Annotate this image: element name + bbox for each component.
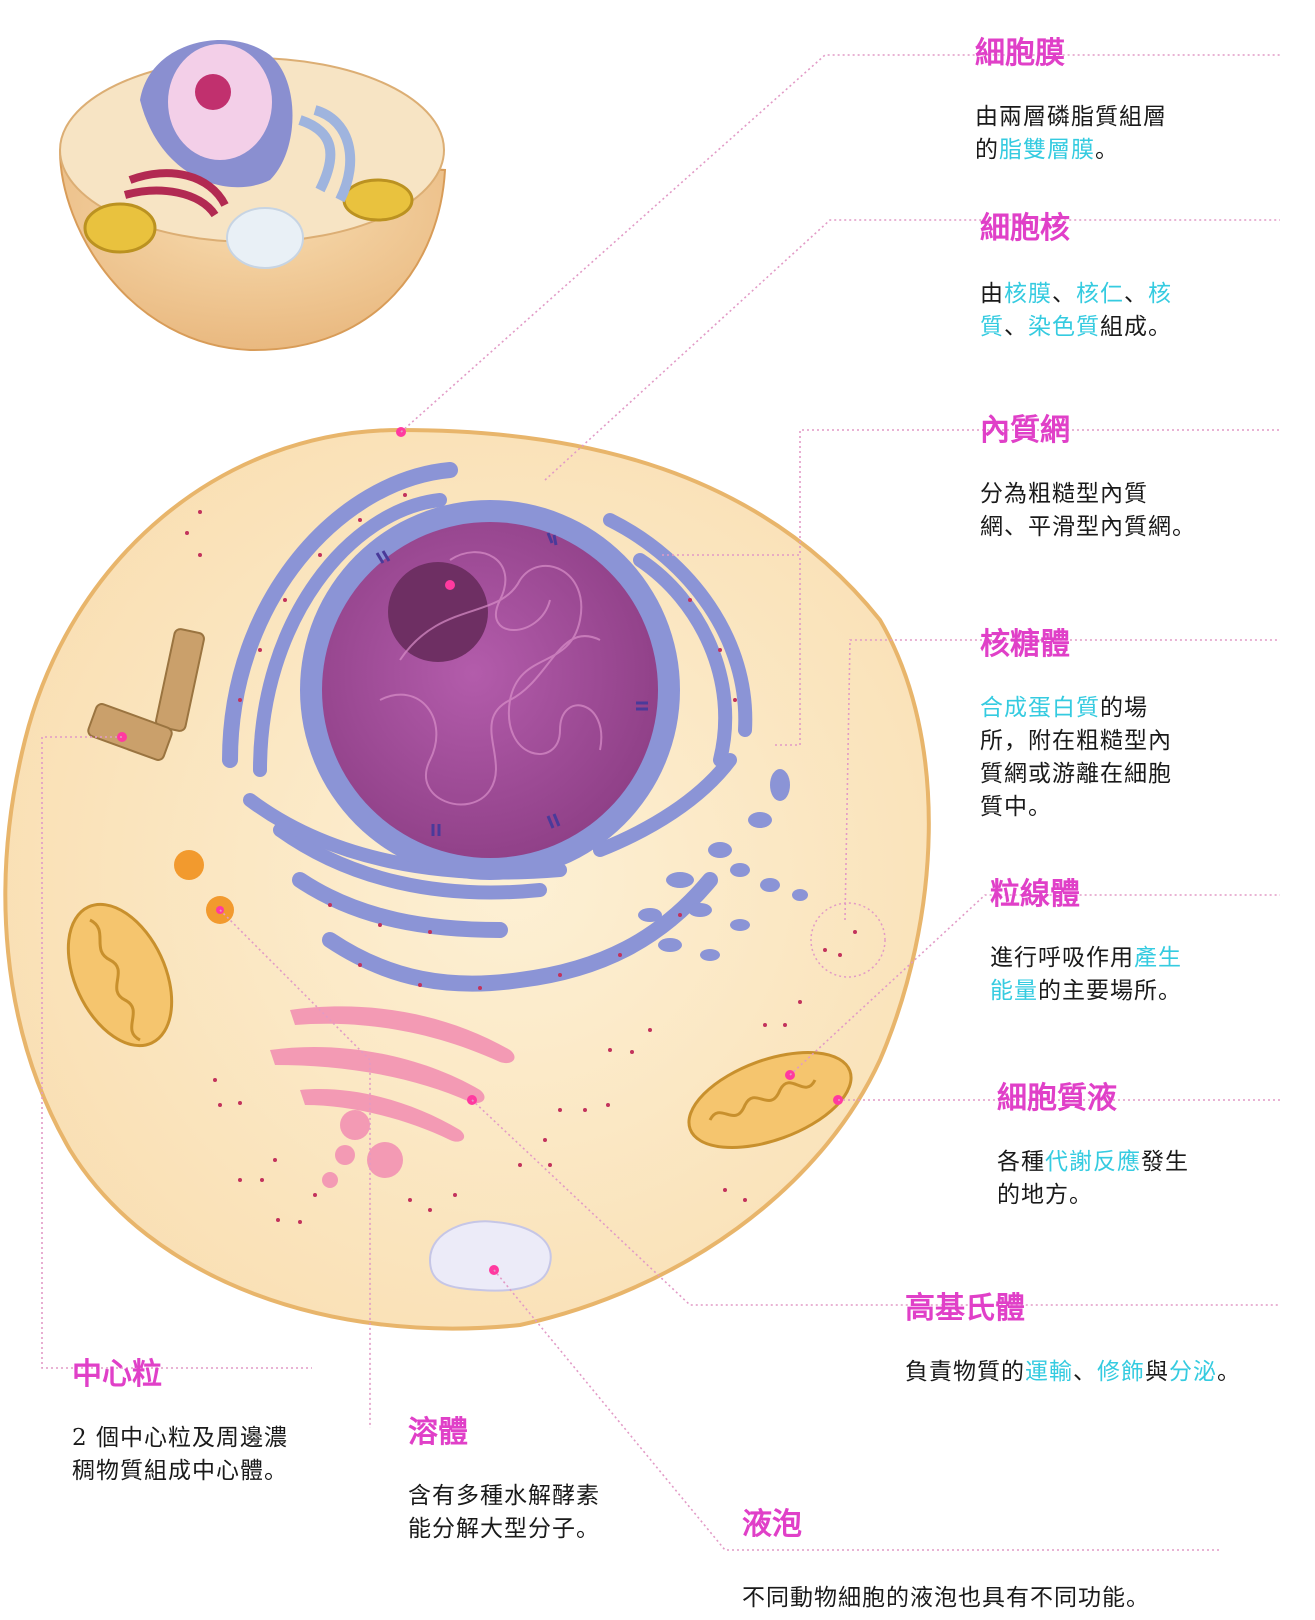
mitochondrion-title: 粒線體 [990, 878, 1280, 912]
label-cytosol: 細胞質液 各種代謝反應發生的地方。 [997, 1052, 1287, 1212]
description-text: 分為粗糙型內質 [980, 481, 1148, 507]
description-text: 、 [1124, 281, 1148, 307]
label-er: 內質網 分為粗糙型內質網、平滑型內質網。 [980, 384, 1280, 544]
nucleolus [388, 562, 488, 662]
description-text: 所，附在粗糙型內 [980, 728, 1172, 754]
vacuole [430, 1221, 551, 1290]
nucleus-desc: 由核膜、核仁、核質、染色質組成。 [980, 278, 1270, 344]
description-text: 發生 [1141, 1149, 1189, 1175]
highlighted-term: 代謝反應 [1045, 1149, 1141, 1175]
description-text: 。 [1217, 1359, 1241, 1385]
mitochondrion-desc: 進行呼吸作用產生能量的主要場所。 [990, 942, 1280, 1008]
label-vacuole: 液泡 不同動物細胞的液泡也具有不同功能。 [742, 1478, 1242, 1615]
description-text: 能分解大型分子。 [408, 1516, 600, 1542]
lysosome-title: 溶體 [408, 1416, 648, 1450]
golgi-title: 高基氏體 [905, 1292, 1305, 1326]
highlighted-term: 染色質 [1028, 314, 1100, 340]
highlighted-term: 核膜 [1004, 281, 1052, 307]
main-cell [5, 427, 928, 1329]
description-text: 質網或游離在細胞 [980, 761, 1172, 787]
description-text: 的主要場所。 [1038, 978, 1182, 1004]
description-text: 負責物質的 [905, 1359, 1025, 1385]
description-text: 網、平滑型內質網。 [980, 514, 1196, 540]
highlighted-term: 核 [1148, 281, 1172, 307]
description-text: 組成。 [1100, 314, 1172, 340]
label-golgi: 高基氏體 負責物質的運輸、修飾與分泌。 [905, 1262, 1305, 1389]
ribosome-title: 核糖體 [980, 628, 1280, 662]
description-text: 、 [1073, 1359, 1097, 1385]
label-nucleus: 細胞核 由核膜、核仁、核質、染色質組成。 [980, 182, 1270, 344]
description-text: 質中。 [980, 794, 1052, 820]
highlighted-term: 合成蛋白質 [980, 695, 1100, 721]
golgi-desc: 負責物質的運輸、修飾與分泌。 [905, 1356, 1305, 1389]
cell-3d-cross-section [60, 40, 445, 350]
cell-membrane-desc: 由兩層磷脂質組層的脂雙層膜。 [975, 101, 1265, 167]
description-text: 、 [1052, 281, 1076, 307]
label-ribosome: 核糖體 合成蛋白質的場所，附在粗糙型內質網或游離在細胞質中。 [980, 598, 1280, 824]
description-text: 與 [1145, 1359, 1169, 1385]
label-centriole: 中心粒 2 個中心粒及周邊濃稠物質組成中心體。 [72, 1328, 332, 1488]
nucleus [300, 500, 680, 880]
cell-membrane-title: 細胞膜 [975, 37, 1265, 71]
description-text: 含有多種水解酵素 [408, 1483, 600, 1509]
highlighted-term: 分泌 [1169, 1359, 1217, 1385]
description-text: 。 [1095, 137, 1119, 163]
highlighted-term: 質 [980, 314, 1004, 340]
highlighted-term: 能量 [990, 978, 1038, 1004]
er-desc: 分為粗糙型內質網、平滑型內質網。 [980, 478, 1280, 544]
description-text: 的 [975, 137, 999, 163]
description-text: 、 [1004, 314, 1028, 340]
lysosome-desc: 含有多種水解酵素能分解大型分子。 [408, 1480, 648, 1546]
description-text: 各種 [997, 1149, 1045, 1175]
highlighted-term: 核仁 [1076, 281, 1124, 307]
description-text: 由 [980, 281, 1004, 307]
highlighted-term: 脂雙層膜 [999, 137, 1095, 163]
description-text: 不同動物細胞的液泡也具有不同功能。 [742, 1585, 1150, 1611]
highlighted-term: 運輸 [1025, 1359, 1073, 1385]
description-text: 進行呼吸作用 [990, 945, 1134, 971]
vacuole-title: 液泡 [742, 1508, 1242, 1542]
label-mitochondrion: 粒線體 進行呼吸作用產生能量的主要場所。 [990, 848, 1280, 1008]
ribosome-desc: 合成蛋白質的場所，附在粗糙型內質網或游離在細胞質中。 [980, 692, 1280, 824]
centriole-title: 中心粒 [72, 1358, 332, 1392]
highlighted-term: 修飾 [1097, 1359, 1145, 1385]
label-lysosome: 溶體 含有多種水解酵素能分解大型分子。 [408, 1386, 648, 1546]
label-cell-membrane: 細胞膜 由兩層磷脂質組層的脂雙層膜。 [975, 7, 1265, 167]
cytosol-desc: 各種代謝反應發生的地方。 [997, 1146, 1287, 1212]
vacuole-desc: 不同動物細胞的液泡也具有不同功能。 [742, 1582, 1242, 1615]
description-text: 的地方。 [997, 1182, 1093, 1208]
highlighted-term: 產生 [1134, 945, 1182, 971]
description-text: 稠物質組成中心體。 [72, 1458, 288, 1484]
cytosol-title: 細胞質液 [997, 1082, 1287, 1116]
centriole-desc: 2 個中心粒及周邊濃稠物質組成中心體。 [72, 1422, 332, 1488]
nucleus-title: 細胞核 [980, 212, 1270, 246]
er-title: 內質網 [980, 414, 1280, 448]
description-text: 由兩層磷脂質組層 [975, 104, 1167, 130]
description-text: 2 個中心粒及周邊濃 [72, 1425, 288, 1451]
description-text: 的場 [1100, 695, 1148, 721]
